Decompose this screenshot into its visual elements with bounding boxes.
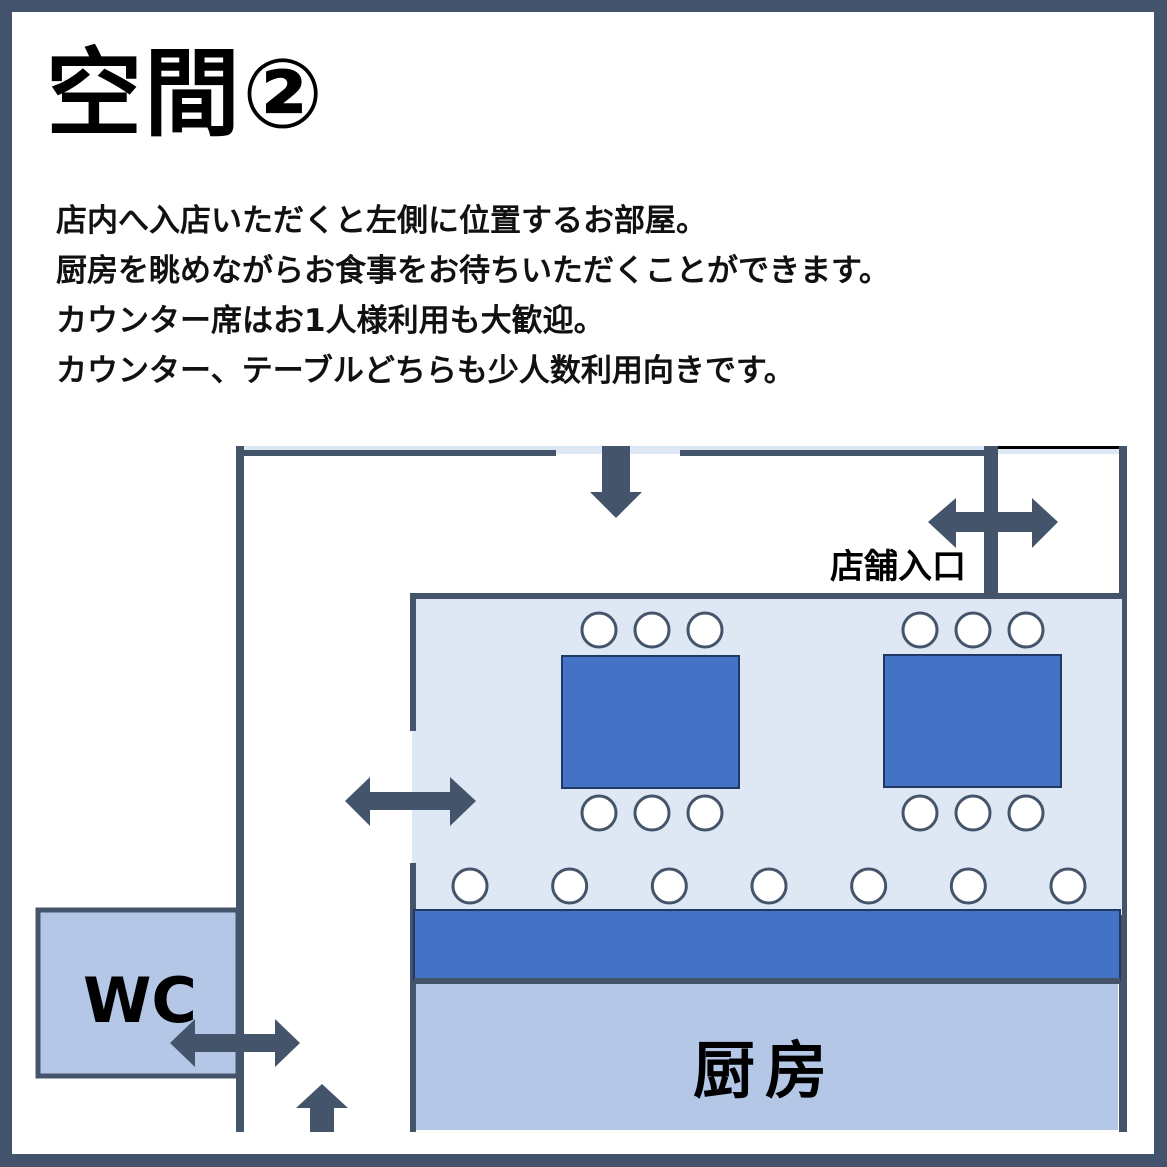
- counter-seat: [551, 867, 589, 905]
- seat: [580, 611, 618, 649]
- seat: [954, 611, 992, 649]
- dining-room-left-wall-lower: [410, 863, 416, 1132]
- description: 店内へ入店いただくと左側に位置するお部屋。 厨房を眺めながらお食事をお待ちいただ…: [56, 196, 890, 396]
- top-light-strip: [238, 446, 1120, 454]
- seat: [1007, 794, 1045, 832]
- counter-seat: [850, 867, 888, 905]
- seat: [633, 794, 671, 832]
- entrance-label: 店舗入口: [830, 547, 966, 587]
- description-line: カウンター席はお1人様利用も大歓迎。: [56, 303, 605, 339]
- dining-room-left-wall-upper: [410, 593, 416, 731]
- top-wall-left: [236, 450, 556, 456]
- seats-group: [451, 611, 1087, 905]
- seat: [901, 794, 939, 832]
- counter-seat: [650, 867, 688, 905]
- counter-seat: [1049, 867, 1087, 905]
- seat: [633, 611, 671, 649]
- entrance-door-line: [998, 446, 1120, 449]
- room-door-arrow-icon: [345, 777, 476, 826]
- description-line: カウンター、テーブルどちらも少人数利用向きです。: [56, 353, 795, 389]
- entry-arrow-down-icon: [590, 446, 642, 518]
- description-line: 店内へ入店いただくと左側に位置するお部屋。: [56, 203, 707, 239]
- counter: [413, 909, 1121, 981]
- counter-seat: [451, 867, 489, 905]
- page-title: 空間②: [46, 38, 326, 150]
- restroom-label: WC: [83, 964, 197, 1037]
- seat: [580, 794, 618, 832]
- seat: [1007, 611, 1045, 649]
- top-wall-right: [680, 450, 990, 456]
- seat: [686, 611, 724, 649]
- seat: [901, 611, 939, 649]
- right-outer-wall: [1119, 446, 1127, 1132]
- hallway-left-wall: [236, 446, 244, 1132]
- table-right: [883, 654, 1062, 788]
- seat: [686, 794, 724, 832]
- dining-room-top-wall: [412, 593, 1122, 599]
- table-left: [561, 655, 740, 789]
- wc-door-arrow-icon: [170, 1019, 300, 1067]
- kitchen: [416, 984, 1118, 1130]
- hallway-arrow-up-icon: [296, 1084, 348, 1132]
- seat: [954, 794, 992, 832]
- counter-kitchen-wall: [414, 978, 1120, 984]
- counter-seat: [750, 867, 788, 905]
- description-line: 厨房を眺めながらお食事をお待ちいただくことができます。: [56, 253, 890, 289]
- counter-seat: [949, 867, 987, 905]
- entrance-arrow-icon: [928, 498, 1058, 548]
- kitchen-label: 厨房: [693, 1034, 837, 1107]
